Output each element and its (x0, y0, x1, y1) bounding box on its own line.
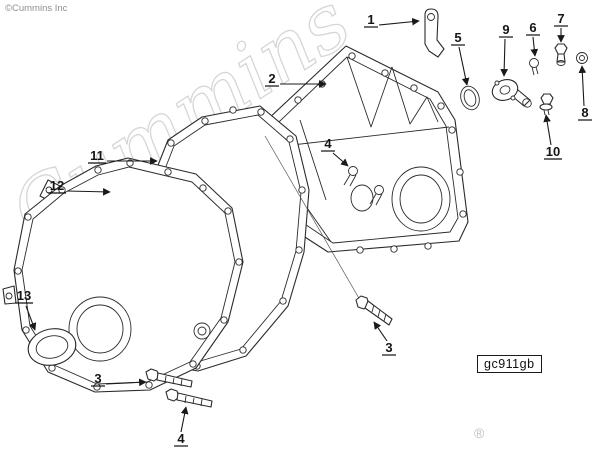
assembly-axis-line (264, 135, 361, 301)
mounting-bracket-part (424, 8, 445, 58)
callout-4-top: 4 (321, 136, 349, 167)
callout-5: 5 (451, 30, 470, 86)
plug-part-6 (529, 58, 539, 76)
registered-trademark-icon: ® (474, 425, 485, 441)
callout-label-6: 6 (529, 20, 536, 35)
callout-label-2: 2 (268, 71, 275, 86)
callout-6: 6 (526, 20, 540, 57)
callout-1: 1 (364, 12, 420, 28)
o-ring-part (460, 85, 480, 111)
callout-label-4-bottom: 4 (177, 431, 185, 446)
callout-label-8: 8 (581, 105, 588, 120)
washer-part-8 (576, 52, 588, 64)
crankshaft-seal-part (27, 328, 77, 366)
bolt-part-lower-b (165, 388, 213, 408)
callout-11: 11 (88, 148, 158, 165)
callout-label-13: 13 (17, 288, 31, 303)
callout-4-bottom: 4 (174, 406, 189, 447)
callout-3-right: 3 (373, 321, 396, 356)
fitting-part-7 (554, 43, 568, 66)
diagram-code: gc911gb (484, 357, 535, 371)
plug-part-10 (539, 93, 554, 116)
callout-12: 12 (48, 178, 111, 196)
front-cover-part (2, 157, 244, 393)
callout-label-3-right: 3 (385, 340, 392, 355)
callout-label-11: 11 (90, 148, 104, 163)
callout-3-left: 3 (91, 371, 147, 387)
callout-label-12: 12 (50, 178, 64, 193)
callout-label-4-top: 4 (324, 136, 332, 151)
callout-label-3-left: 3 (94, 371, 101, 386)
callout-2: 2 (265, 71, 327, 88)
housing-face-bolts (343, 166, 384, 206)
callout-label-1: 1 (367, 12, 374, 27)
diagram-code-box: gc911gb (477, 355, 542, 373)
callout-7: 7 (554, 11, 568, 43)
cover-bolt-holes (14, 159, 243, 391)
callout-label-5: 5 (454, 30, 461, 45)
callout-label-10: 10 (546, 144, 560, 159)
bolt-part-lower-a (145, 368, 193, 388)
callout-13: 13 (15, 288, 37, 331)
callout-label-9: 9 (502, 22, 509, 37)
callout-10: 10 (543, 114, 562, 160)
bolt-part-right (355, 295, 393, 326)
callout-label-7: 7 (557, 11, 564, 26)
callout-9: 9 (499, 22, 513, 77)
copyright-notice: ©Cummins Inc (5, 3, 68, 14)
callout-8: 8 (578, 65, 592, 121)
adapter-part (491, 79, 532, 108)
